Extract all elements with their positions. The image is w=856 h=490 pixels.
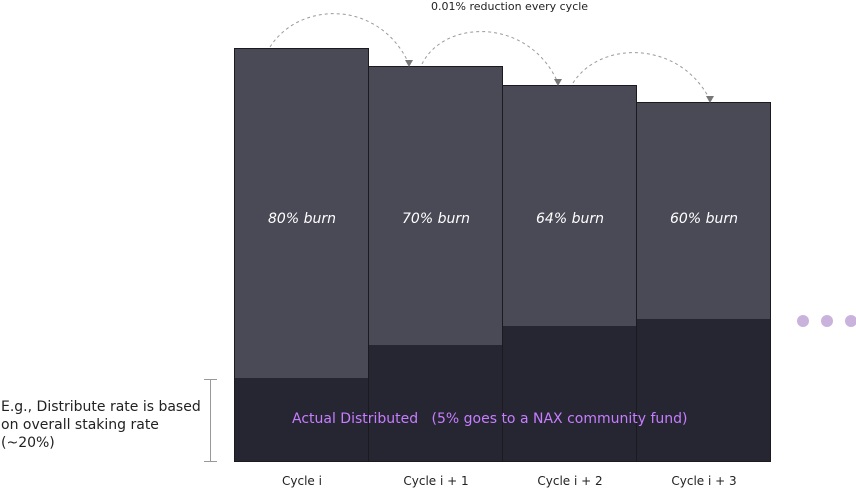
ellipsis-dot-3 [845, 315, 856, 327]
reduction-arrow-1-head [405, 60, 413, 67]
cycle-label-3: Cycle i + 2 [537, 474, 603, 488]
cycle-bar-4-distributed [637, 319, 770, 461]
distribute-rate-note: E.g., Distribute rate is based on overal… [1, 399, 201, 451]
cycle-bar-2-distributed [369, 345, 502, 461]
cycle-label-4: Cycle i + 3 [671, 474, 737, 488]
reduction-arrow-3-head [706, 96, 714, 103]
distributed-label: Actual Distributed (5% goes to a NAX com… [292, 411, 688, 427]
reduction-arrow-3 [572, 52, 711, 101]
cycle-bar-3-distributed [503, 326, 636, 461]
ellipsis: • • • [0, 0, 1, 1]
burn-label-4: 60% burn [670, 211, 738, 227]
reduction-label: 0.01% reduction every cycle [431, 0, 589, 13]
ellipsis-dot-1 [797, 315, 809, 327]
burn-label-2: 70% burn [402, 211, 470, 227]
cycle-bar-1-distributed [235, 378, 368, 461]
burn-label-3: 64% burn [536, 211, 604, 227]
burn-label-1: 80% burn [268, 211, 336, 227]
reduction-arrow-1 [269, 13, 410, 65]
reduction-arrow-2-head [554, 79, 562, 86]
cycle-label-2: Cycle i + 1 [403, 474, 469, 488]
cycle-label-1: Cycle i [282, 474, 322, 488]
ellipsis-dot-2 [821, 315, 833, 327]
reduction-arrow-2 [421, 31, 559, 84]
